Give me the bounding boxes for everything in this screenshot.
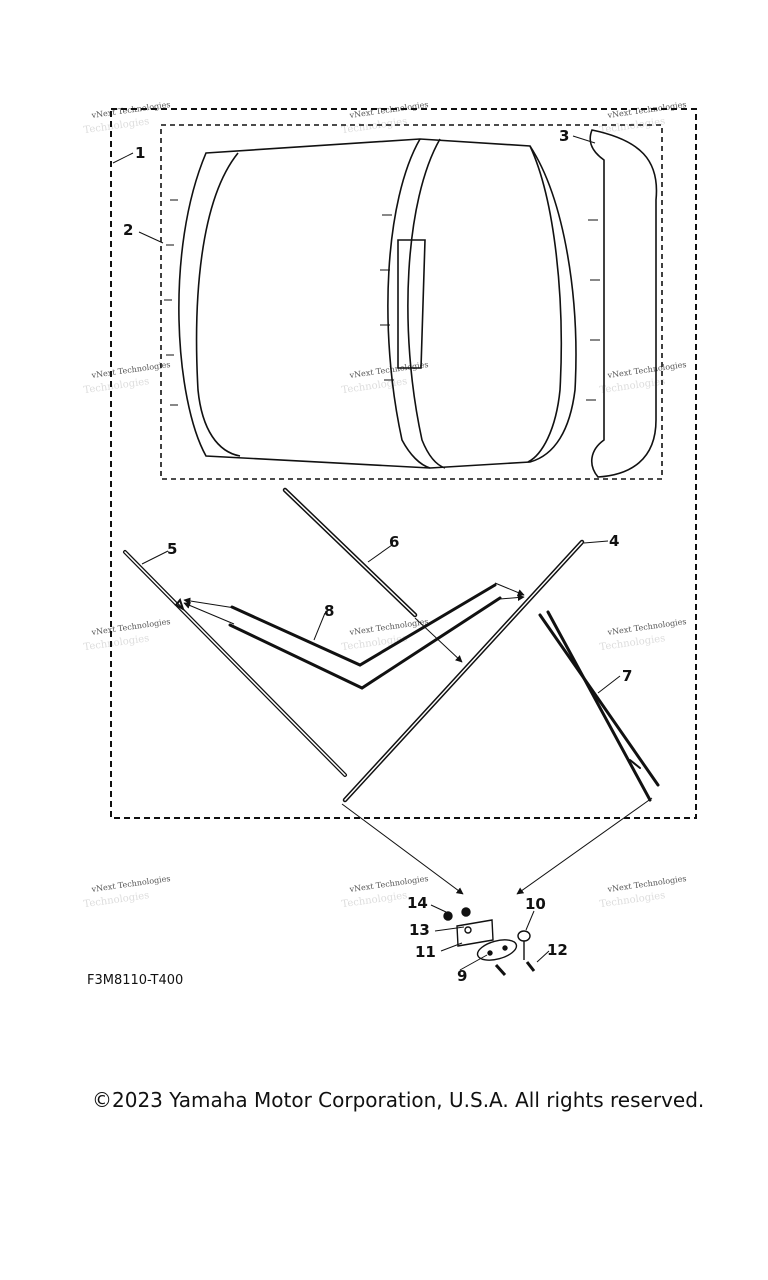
base-plate-9: [476, 939, 518, 961]
callout-8: 8: [324, 602, 334, 620]
assembly-arrows: [183, 582, 653, 895]
svg-text:vNext Technologies: vNext Technologies: [90, 360, 171, 380]
callout-labels: 1 2 3 4 5 6 7 8 9 10 11 12 13 14: [123, 127, 632, 985]
washer-13: [464, 926, 472, 934]
figure-code: F3M8110-T400: [87, 973, 184, 988]
brace-7-b: [546, 610, 652, 802]
copyright-notice: ©2023 Yamaha Motor Corporation, U.S.A. A…: [92, 1088, 705, 1112]
svg-text:vNext Technologies: vNext Technologies: [348, 100, 429, 120]
crossbar-8: [228, 583, 502, 690]
callout-4: 4: [609, 532, 619, 550]
frame-tubes: [123, 487, 660, 803]
mounting-hardware: [443, 907, 536, 977]
storage-boot: [589, 129, 658, 478]
callout-12: 12: [547, 941, 568, 959]
svg-text:vNext Technologies: vNext Technologies: [348, 874, 429, 894]
svg-text:vNext Technologies: vNext Technologies: [606, 617, 687, 637]
svg-text:vNext Technologies: vNext Technologies: [90, 617, 171, 637]
cover-boundary-box: [160, 124, 663, 480]
screw-12-a: [494, 963, 507, 977]
callout-5: 5: [167, 540, 177, 558]
callout-2: 2: [123, 221, 133, 239]
svg-text:vNext Technologies: vNext Technologies: [606, 360, 687, 380]
callout-11: 11: [415, 943, 436, 961]
kit-boundary-box: [110, 108, 697, 819]
callout-6: 6: [389, 533, 399, 551]
callout-9: 9: [457, 967, 467, 985]
callout-1: 1: [135, 144, 145, 162]
brace-7-a: [538, 613, 660, 787]
callout-7: 7: [622, 667, 632, 685]
svg-text:vNext Technologies: vNext Technologies: [90, 100, 171, 120]
svg-text:vNext Technologies: vNext Technologies: [606, 874, 687, 894]
cap-10: [517, 930, 531, 942]
svg-text:vNext Technologies: vNext Technologies: [90, 874, 171, 894]
nut-14-a: [443, 911, 453, 921]
nut-14-b: [461, 907, 471, 917]
svg-text:vNext Technologies: vNext Technologies: [606, 100, 687, 120]
svg-text:vNext Technologies: vNext Technologies: [348, 360, 429, 380]
bimini-cover: [164, 138, 600, 469]
callout-10: 10: [525, 895, 546, 913]
mount-plate-11: [456, 919, 494, 947]
callout-14: 14: [407, 894, 428, 912]
callout-13: 13: [409, 921, 430, 939]
leader-lines: [112, 135, 621, 971]
callout-3: 3: [559, 127, 569, 145]
screw-12-b: [525, 961, 536, 972]
